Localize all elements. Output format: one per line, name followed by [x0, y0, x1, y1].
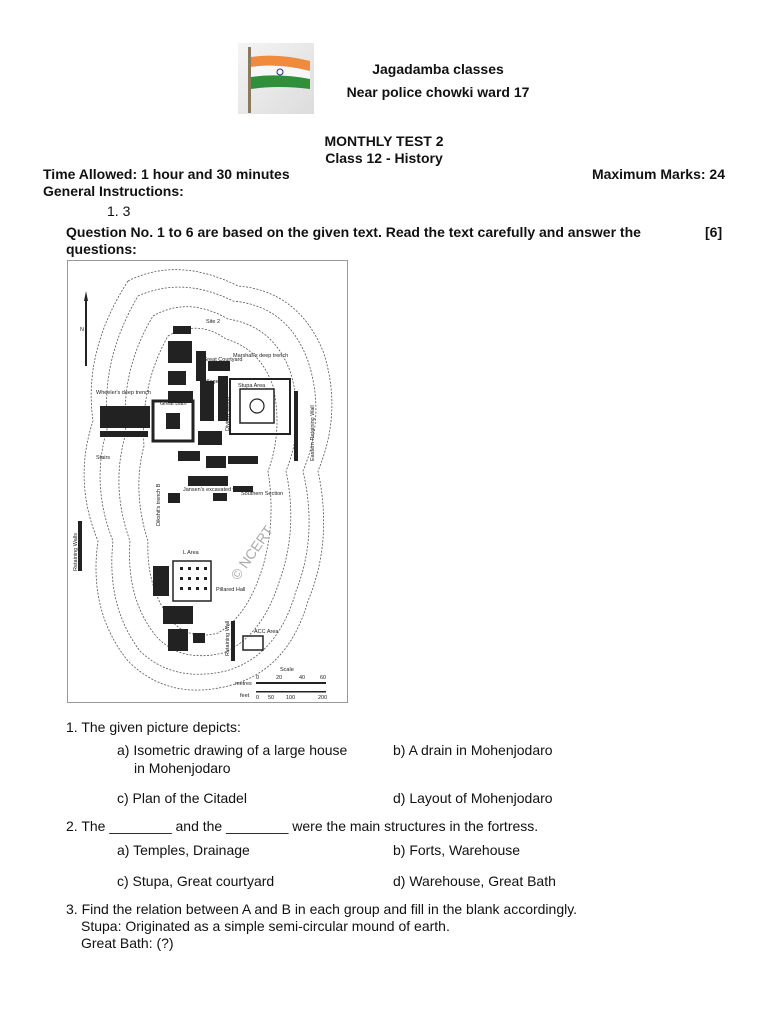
svg-text:feet: feet	[240, 693, 250, 699]
institute-name: Jagadamba classes	[372, 61, 504, 77]
map-label-college: College	[200, 379, 219, 385]
test-title: MONTHLY TEST 2	[324, 133, 444, 149]
question-3-line2: Stupa: Originated as a simple semi-circu…	[81, 918, 450, 934]
building-blocks	[78, 326, 298, 661]
q2-option-b: b) Forts, Warehouse	[393, 842, 521, 858]
map-label-marshall: Marshall's deep trench	[233, 353, 288, 359]
contour-lines	[83, 269, 333, 691]
q1-option-c: c) Plan of the Citadel	[117, 790, 247, 806]
citadel-map-drawing: N Site 2 Great Courtyard Marshall's deep…	[73, 269, 333, 701]
passage-marks: [6]	[705, 224, 723, 240]
svg-text:metres: metres	[235, 681, 252, 687]
map-label-wheeler: Wheeler's deep trench	[96, 390, 151, 396]
flag-image	[238, 43, 314, 114]
map-label-great-bath: Great Bath	[160, 401, 187, 407]
map-label-stairs: Stairs	[96, 455, 110, 461]
svg-text:100: 100	[286, 695, 295, 701]
q1-option-d: d) Layout of Mohenjodaro	[393, 790, 553, 806]
svg-text:0: 0	[256, 675, 259, 681]
question-2: 2. The ________ and the ________ were th…	[66, 818, 539, 834]
svg-text:20: 20	[276, 675, 282, 681]
north-arrow-icon: N	[80, 291, 88, 366]
map-label-stupa-area: Stupa Area	[238, 383, 266, 389]
question-3: 3. Find the relation between A and B in …	[66, 901, 578, 917]
q1-option-b: b) A drain in Mohenjodaro	[393, 742, 553, 758]
map-label-acc-area: ACC Area	[254, 629, 279, 635]
q1-option-a-line1: a) Isometric drawing of a large house	[117, 742, 348, 758]
svg-text:0: 0	[256, 695, 259, 701]
map-label-jansens: Jansen's excavated well	[183, 487, 242, 493]
map-label-block6: Block 6	[168, 377, 186, 383]
q2-option-d: d) Warehouse, Great Bath	[393, 873, 556, 889]
map-label-retaining-wall: Retaining Wall	[225, 621, 231, 656]
map-label-site2: Site 2	[206, 319, 220, 325]
class-subject: Class 12 - History	[325, 150, 443, 166]
map-scale-bar: Scale metres feet 0 20 40 60 0 50 100 20…	[235, 667, 327, 701]
map-label-great-courtyard: Great Courtyard	[203, 357, 242, 363]
instruction-item: 1. 3	[107, 203, 131, 219]
svg-text:50: 50	[268, 695, 274, 701]
maximum-marks: Maximum Marks: 24	[591, 166, 725, 182]
question-1: 1. The given picture depicts:	[66, 719, 241, 735]
map-label-southern: Southern Section	[241, 491, 283, 497]
q1-option-a-line2: in Mohenjodaro	[134, 760, 231, 776]
map-label-pillared-hall: Pillared Hall	[216, 587, 245, 593]
q2-option-a: a) Temples, Drainage	[117, 842, 250, 858]
general-instructions-heading: General Instructions:	[43, 183, 184, 199]
map-label-dikshit: Dikshit's trench B	[156, 483, 162, 526]
svg-text:N: N	[80, 327, 84, 333]
map-label-l-area: L Area	[183, 550, 200, 556]
svg-text:60: 60	[320, 675, 326, 681]
map-label-eastern-wall: Eastern Retaining Wall	[310, 405, 316, 461]
time-allowed: Time Allowed: 1 hour and 30 minutes	[43, 166, 290, 182]
map-watermark: © NCERT	[227, 522, 276, 582]
map-label-retaining-walls: Retaining Walls	[73, 533, 79, 571]
svg-text:200: 200	[318, 695, 327, 701]
svg-text:Scale: Scale	[280, 667, 294, 673]
svg-text:40: 40	[299, 675, 305, 681]
institute-address: Near police chowki ward 17	[346, 84, 530, 100]
map-label-divinity-street: Divinity Street	[225, 397, 231, 431]
q2-option-c: c) Stupa, Great courtyard	[117, 873, 275, 889]
india-flag-icon	[248, 47, 310, 113]
citadel-map: N Site 2 Great Courtyard Marshall's deep…	[67, 260, 348, 703]
passage-intro: Question No. 1 to 6 are based on the giv…	[66, 224, 641, 257]
question-3-line3: Great Bath: (?)	[81, 935, 174, 951]
